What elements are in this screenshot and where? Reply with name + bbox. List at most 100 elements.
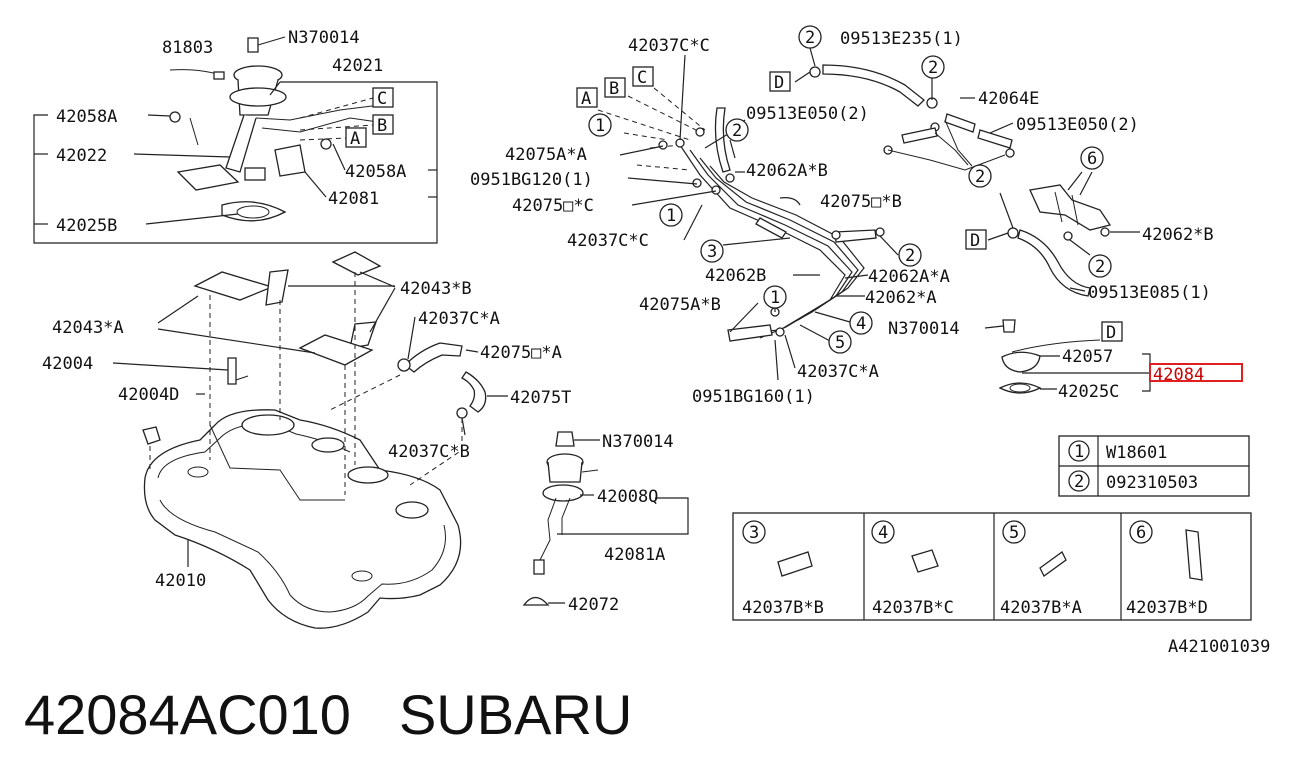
label-42025c[interactable]: 42025C bbox=[1058, 382, 1119, 402]
reference-boxes: C B A A B C D D D bbox=[345, 66, 1123, 343]
pump-cover-assembly-42084[interactable] bbox=[984, 319, 1243, 394]
callout-circles: 2 2 1 2 2 6 1 3 2 2 1 4 5 bbox=[588, 25, 1112, 354]
clip-symbol-3: 3 bbox=[749, 523, 759, 543]
footer: 42084AC010 SUBARU bbox=[24, 682, 632, 752]
callout-4: 4 bbox=[856, 314, 866, 334]
label-09513e050-right[interactable]: 09513E050(2) bbox=[1016, 115, 1139, 135]
legend-symbol-1: 1 bbox=[1074, 442, 1084, 462]
callout-3: 3 bbox=[707, 242, 717, 262]
label-42022[interactable]: 42022 bbox=[56, 146, 107, 166]
label-09513e085[interactable]: 09513E085(1) bbox=[1088, 283, 1211, 303]
highlight-box bbox=[1149, 363, 1243, 382]
legend-code-2: 092310503 bbox=[1106, 473, 1198, 493]
callout-2: 2 bbox=[975, 167, 985, 187]
label-42058a-right[interactable]: 42058A bbox=[345, 162, 406, 182]
label-42064e[interactable]: 42064E bbox=[978, 89, 1039, 109]
box-label-d-right: D bbox=[970, 231, 980, 251]
brand-title: SUBARU bbox=[398, 683, 633, 746]
clip-code-3[interactable]: 42037B*B bbox=[742, 598, 824, 618]
clip-symbol-5: 5 bbox=[1009, 523, 1019, 543]
fuel-pump-module[interactable] bbox=[176, 65, 381, 191]
fuel-tank-42010[interactable] bbox=[143, 409, 462, 629]
label-42075a-b[interactable]: 42075A*B bbox=[639, 295, 721, 315]
box-label-d-assembly: D bbox=[1106, 323, 1116, 343]
callout-2: 2 bbox=[1095, 257, 1105, 277]
label-42084[interactable]: 42084 bbox=[1153, 365, 1204, 385]
box-label-d-top: D bbox=[774, 73, 784, 93]
label-42025b[interactable]: 42025B bbox=[56, 216, 117, 236]
label-42058a-left[interactable]: 42058A bbox=[56, 107, 117, 127]
label-42062a-a[interactable]: 42062A*A bbox=[868, 267, 950, 287]
callout-2: 2 bbox=[732, 121, 742, 141]
label-42062a-b[interactable]: 42062A*B bbox=[746, 161, 828, 181]
label-09513e050-left[interactable]: 09513E050(2) bbox=[746, 104, 869, 124]
label-42075a-a[interactable]: 42075A*A bbox=[505, 145, 587, 165]
label-42043-a[interactable]: 42043*A bbox=[52, 318, 124, 338]
fuel-lines-harness[interactable] bbox=[597, 87, 885, 342]
label-81803[interactable]: 81803 bbox=[162, 38, 213, 58]
label-42081a[interactable]: 42081A bbox=[604, 545, 665, 565]
box-label-c-top: C bbox=[637, 68, 647, 88]
label-42081[interactable]: 42081 bbox=[328, 189, 379, 209]
label-n370014-pump[interactable]: N370014 bbox=[602, 432, 674, 452]
part-number-title: 42084AC010 bbox=[24, 683, 351, 746]
label-42037c-c-top[interactable]: 42037C*C bbox=[628, 36, 710, 56]
label-09513e235[interactable]: 09513E235(1) bbox=[840, 29, 963, 49]
clip-code-6[interactable]: 42037B*D bbox=[1126, 598, 1208, 618]
label-n370014-top[interactable]: N370014 bbox=[288, 28, 360, 48]
label-42075t[interactable]: 42075T bbox=[510, 388, 571, 408]
label-42062-b[interactable]: 42062*B bbox=[1142, 225, 1214, 245]
label-42004[interactable]: 42004 bbox=[42, 354, 93, 374]
clip-code-5[interactable]: 42037B*A bbox=[1000, 598, 1082, 618]
callout-1: 1 bbox=[595, 116, 605, 136]
gasket-42025b[interactable] bbox=[221, 201, 287, 222]
label-42021[interactable]: 42021 bbox=[332, 56, 383, 76]
callout-1: 1 bbox=[770, 288, 780, 308]
label-42004d[interactable]: 42004D bbox=[118, 385, 179, 405]
label-42075d-c[interactable]: 42075□*C bbox=[512, 196, 594, 216]
parts-diagram: C B A A B C D D D 2 2 1 2 2 6 1 3 2 bbox=[33, 25, 1270, 657]
clip-symbol-4: 4 bbox=[878, 523, 888, 543]
clip-table: 3 42037B*B 4 42037B*C 5 42037B*A 6 42037… bbox=[732, 512, 1252, 621]
callout-2: 2 bbox=[805, 28, 815, 48]
box-label-c-left: C bbox=[377, 89, 387, 109]
part-labels: 81803 N370014 42021 42058A 42022 42058A … bbox=[42, 28, 1214, 615]
label-42008q[interactable]: 42008Q bbox=[597, 487, 658, 507]
box-label-a-top: A bbox=[581, 89, 591, 109]
label-42075d-a[interactable]: 42075□*A bbox=[480, 343, 562, 363]
label-42037c-c-mid[interactable]: 42037C*C bbox=[567, 231, 649, 251]
callout-2: 2 bbox=[905, 246, 915, 266]
sub-tank-pump[interactable] bbox=[522, 431, 689, 606]
label-42043-b[interactable]: 42043*B bbox=[400, 279, 472, 299]
label-42037c-b[interactable]: 42037C*B bbox=[388, 442, 470, 462]
label-n370014-right[interactable]: N370014 bbox=[888, 319, 960, 339]
label-42010[interactable]: 42010 bbox=[155, 571, 206, 591]
label-42037c-a-tank[interactable]: 42037C*A bbox=[418, 309, 500, 329]
legend-code-1: W18601 bbox=[1106, 443, 1167, 463]
label-42057[interactable]: 42057 bbox=[1062, 347, 1113, 367]
clip-symbol-6: 6 bbox=[1136, 523, 1146, 543]
clip-code-4[interactable]: 42037B*C bbox=[872, 598, 954, 618]
tank-leaders bbox=[112, 271, 508, 567]
box-label-b-top: B bbox=[609, 79, 619, 99]
label-0951bg120[interactable]: 0951BG120(1) bbox=[470, 170, 593, 190]
tank-hoses bbox=[142, 342, 487, 486]
callout-2: 2 bbox=[928, 58, 938, 78]
pump-assembly-group bbox=[33, 36, 438, 244]
evap-hoses[interactable] bbox=[794, 47, 1140, 297]
label-42075d-b[interactable]: 42075□*B bbox=[820, 192, 902, 212]
label-42062-a[interactable]: 42062*A bbox=[865, 288, 937, 308]
label-42062b[interactable]: 42062B bbox=[705, 266, 766, 286]
box-label-b-left: B bbox=[377, 116, 387, 136]
harness-leaders bbox=[619, 54, 899, 381]
clip-42037b-c-drawing bbox=[911, 549, 939, 573]
callout-5: 5 bbox=[835, 333, 845, 353]
clip-42037b-d-drawing bbox=[1185, 529, 1203, 581]
heat-shields-42043 bbox=[193, 251, 382, 495]
label-0951bg160[interactable]: 0951BG160(1) bbox=[692, 387, 815, 407]
clip-42037b-a-drawing bbox=[1039, 551, 1067, 577]
legend-symbol-2: 2 bbox=[1074, 472, 1084, 492]
box-label-a-left: A bbox=[350, 129, 360, 149]
label-42037c-a[interactable]: 42037C*A bbox=[797, 362, 879, 382]
label-42072[interactable]: 42072 bbox=[568, 595, 619, 615]
